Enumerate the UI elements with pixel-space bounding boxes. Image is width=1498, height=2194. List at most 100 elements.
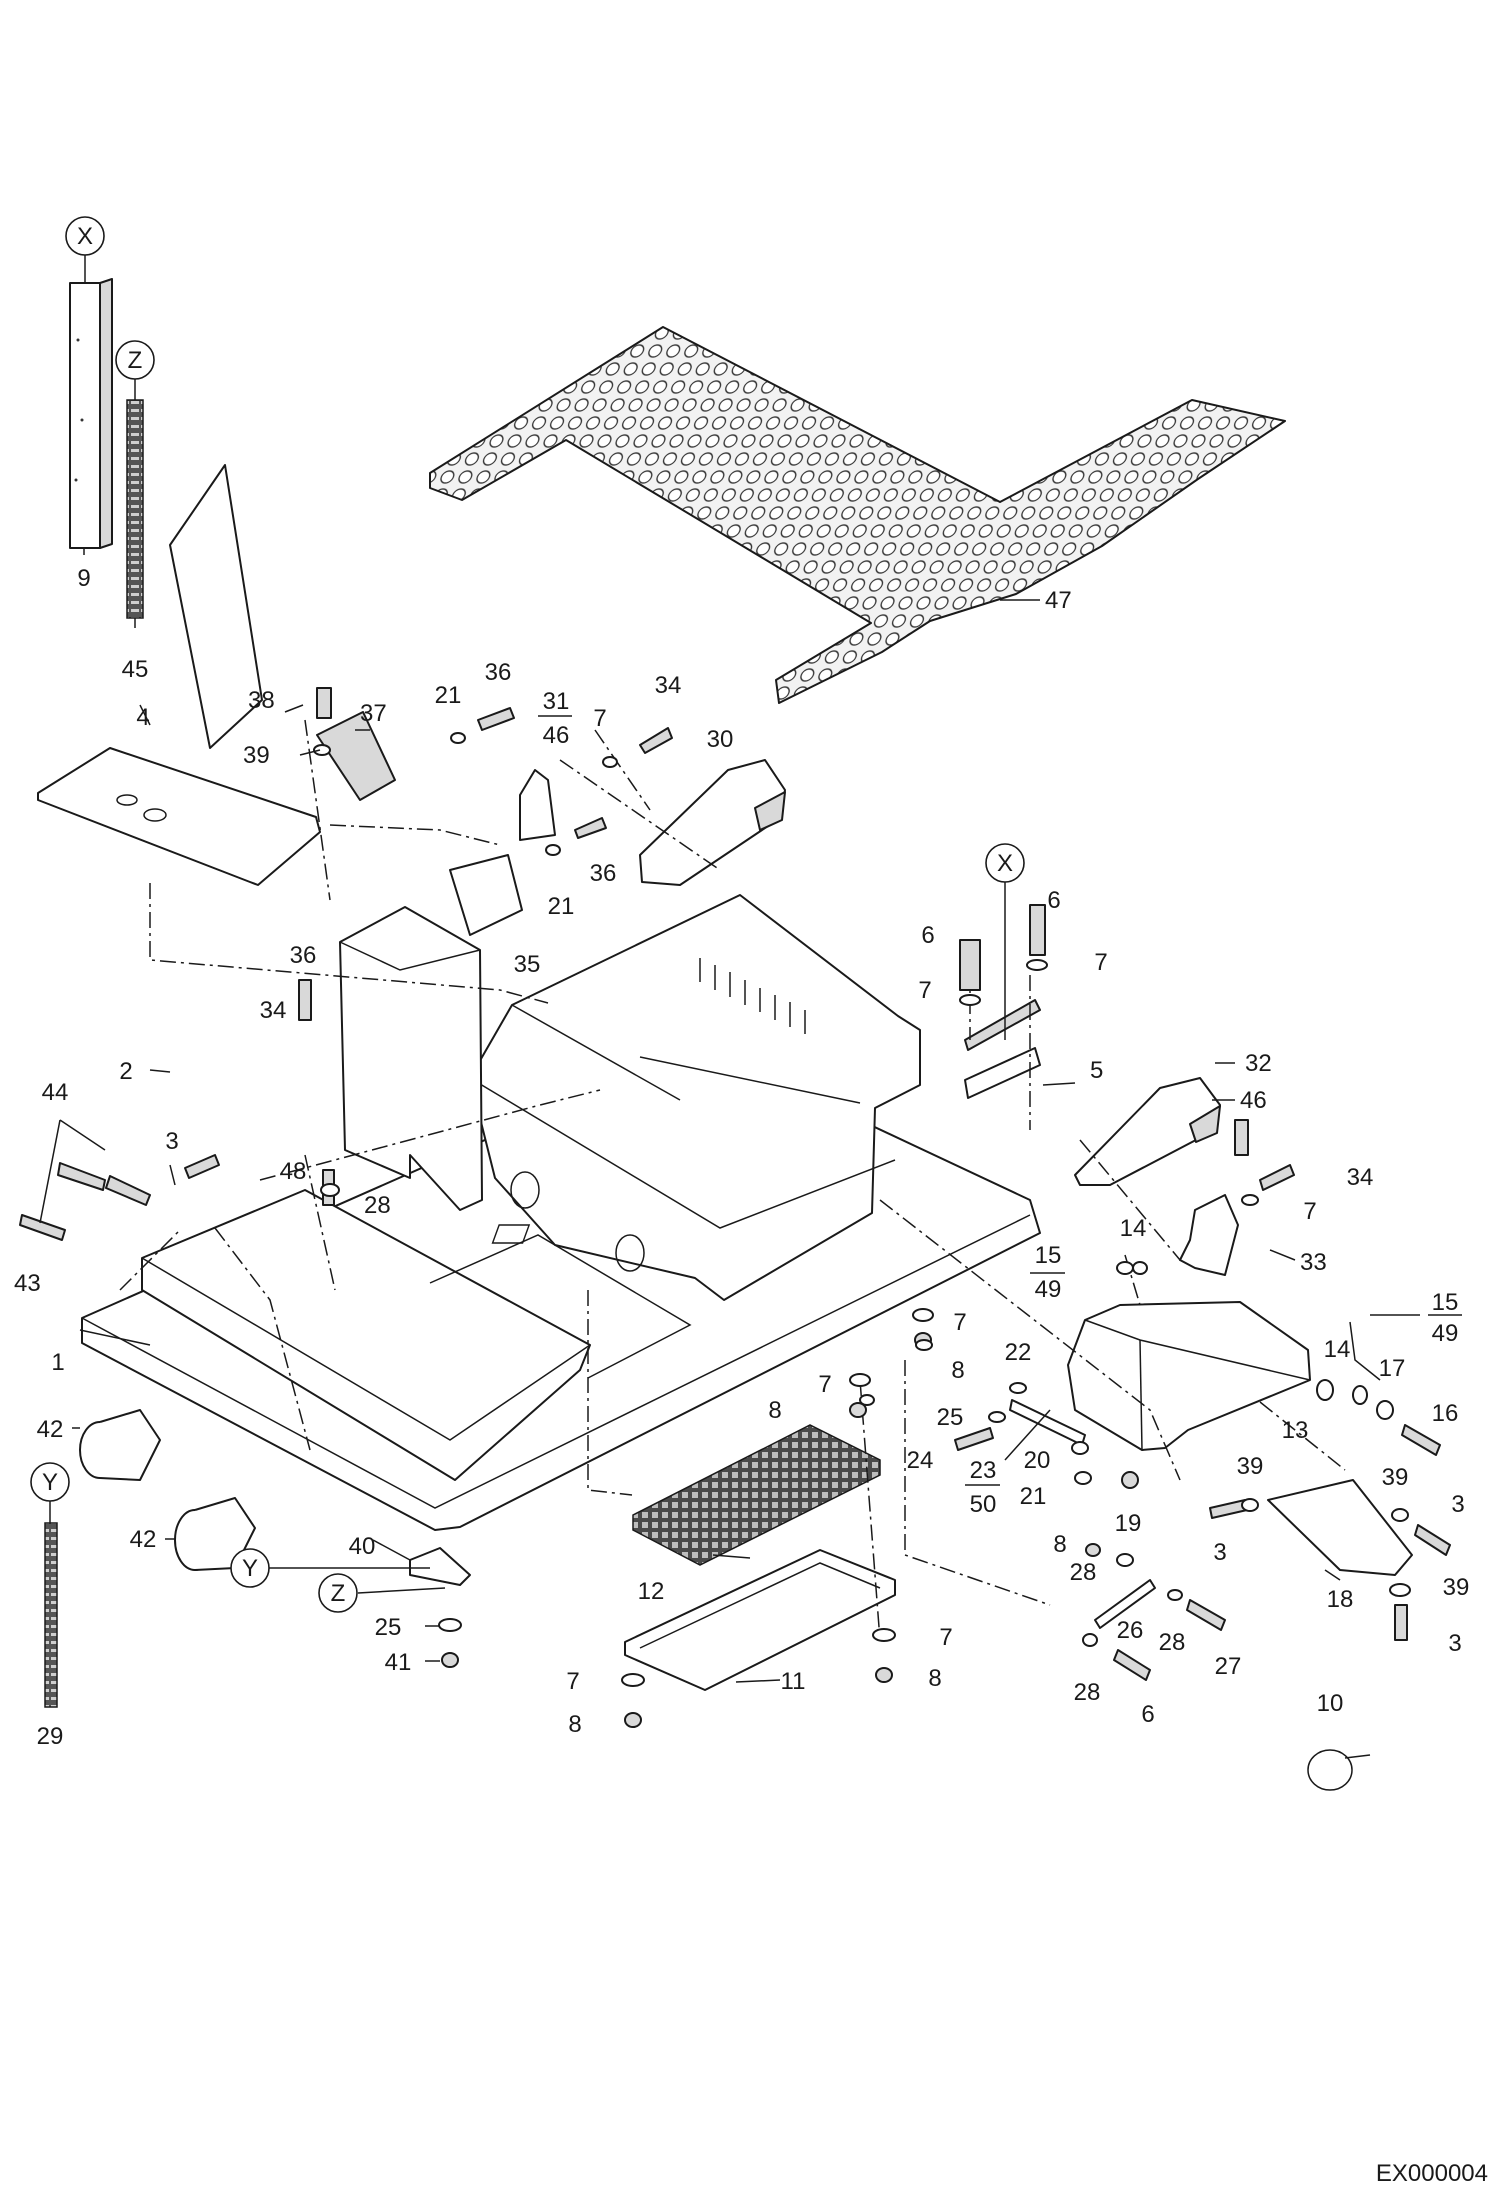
callout-33: 33 [1300, 1249, 1327, 1276]
callout-25b: 25 [937, 1404, 964, 1431]
callout-8c: 8 [1053, 1531, 1066, 1558]
callout-27: 27 [1215, 1653, 1242, 1680]
callout-13: 13 [1282, 1417, 1309, 1444]
callout-32: 32 [1245, 1050, 1272, 1077]
callout-50: 50 [970, 1491, 997, 1518]
callout-6a: 6 [921, 922, 934, 949]
svg-text:Y: Y [42, 1469, 58, 1496]
callout-24: 24 [907, 1447, 934, 1474]
callout-40: 40 [349, 1533, 376, 1560]
callout-7d: 7 [1303, 1198, 1316, 1225]
callout-39c: 39 [1382, 1464, 1409, 1491]
callout-49a: 49 [1035, 1276, 1062, 1303]
callout-22: 22 [1005, 1339, 1032, 1366]
bracket-part-37 [316, 711, 396, 801]
callout-7a: 7 [593, 705, 606, 732]
callout-4: 4 [136, 704, 149, 731]
callout-42b: 42 [130, 1526, 157, 1553]
callout-39d: 39 [1443, 1574, 1470, 1601]
side-panel-part-2 [169, 464, 263, 749]
callout-7h: 7 [566, 1668, 579, 1695]
ref-marker-z-bracket: Z [318, 1573, 358, 1613]
callout-36a: 36 [485, 659, 512, 686]
svg-text:X: X [997, 850, 1013, 877]
callout-16: 16 [1432, 1400, 1459, 1427]
callout-39a: 39 [243, 742, 270, 769]
callout-31: 31 [543, 688, 570, 715]
callout-28c: 28 [1159, 1629, 1186, 1656]
callout-25a: 25 [375, 1614, 402, 1641]
callout-labels: 9 45 47 38 39 37 21 36 31 46 7 34 30 4 2… [14, 565, 1469, 1750]
callout-7b: 7 [918, 977, 931, 1004]
edge-trim-part-9 [69, 278, 113, 549]
ref-marker-y-left: Y [30, 1462, 70, 1523]
fasteners [19, 687, 1451, 1728]
svg-text:X: X [77, 223, 93, 250]
callout-34b: 34 [260, 997, 287, 1024]
ref-marker-y-bracket: Y [230, 1548, 270, 1588]
callout-14a: 14 [1120, 1215, 1147, 1242]
callout-12: 12 [638, 1578, 665, 1605]
rod-part-29 [44, 1522, 58, 1708]
callout-44: 44 [42, 1079, 69, 1106]
callout-42a: 42 [37, 1416, 64, 1443]
callout-6b: 6 [1047, 887, 1060, 914]
callout-28b: 28 [1070, 1559, 1097, 1586]
callout-6c: 6 [1141, 1701, 1154, 1728]
callout-43: 43 [14, 1270, 41, 1297]
callout-9: 9 [77, 565, 90, 592]
bracket-part-40 [409, 1547, 471, 1586]
callout-1: 1 [51, 1349, 64, 1376]
callout-36b: 36 [590, 860, 617, 887]
edge-trim-part-45 [126, 399, 144, 619]
ref-marker-x-mid: X [985, 843, 1025, 1040]
callout-37: 37 [360, 700, 387, 727]
callout-21c: 21 [1020, 1483, 1047, 1510]
callout-46b: 46 [1240, 1087, 1267, 1114]
callout-7c: 7 [1094, 949, 1107, 976]
callout-49b: 49 [1432, 1320, 1459, 1347]
callout-34a: 34 [655, 672, 682, 699]
ref-marker-x-top: X [65, 216, 105, 283]
callout-8e: 8 [568, 1711, 581, 1738]
hose-clamp-part-10 [1307, 1749, 1371, 1791]
callout-47: 47 [1045, 587, 1072, 614]
cab-frame [469, 894, 921, 1301]
callout-14b: 14 [1324, 1336, 1351, 1363]
callout-23: 23 [970, 1457, 997, 1484]
callout-45: 45 [122, 656, 149, 683]
assembly-lines [119, 719, 1346, 1641]
fraction-bars [538, 715, 1462, 1486]
callout-19: 19 [1115, 1510, 1142, 1537]
svg-text:Z: Z [128, 347, 143, 374]
console-support-part-35 [339, 854, 523, 1211]
callout-30: 30 [707, 726, 734, 753]
callout-36c: 36 [290, 942, 317, 969]
callout-41: 41 [385, 1649, 412, 1676]
armrest-part-30 [639, 759, 786, 886]
rail-part-5 [964, 999, 1041, 1099]
callout-46a: 46 [543, 722, 570, 749]
callout-3d: 3 [1448, 1630, 1461, 1657]
callout-21b: 21 [548, 893, 575, 920]
callout-28d: 28 [1074, 1679, 1101, 1706]
leader-lines [39, 548, 1420, 1683]
bracket-part-31 [519, 769, 556, 841]
bracket-part-33 [1179, 1194, 1239, 1276]
tray-part-11 [624, 1549, 896, 1691]
callout-15b: 15 [1432, 1289, 1459, 1316]
callout-28a: 28 [364, 1192, 391, 1219]
callout-26: 26 [1117, 1617, 1144, 1644]
callout-39b: 39 [1237, 1453, 1264, 1480]
callout-18: 18 [1327, 1586, 1354, 1613]
svg-text:Y: Y [242, 1555, 258, 1582]
callout-35: 35 [514, 951, 541, 978]
callout-5: 5 [1090, 1057, 1103, 1084]
svg-text:Z: Z [331, 1580, 346, 1607]
callout-10: 10 [1317, 1690, 1344, 1717]
callout-29: 29 [37, 1723, 64, 1750]
callout-8a: 8 [951, 1357, 964, 1384]
callout-3b: 3 [1213, 1539, 1226, 1566]
callout-21a: 21 [435, 682, 462, 709]
